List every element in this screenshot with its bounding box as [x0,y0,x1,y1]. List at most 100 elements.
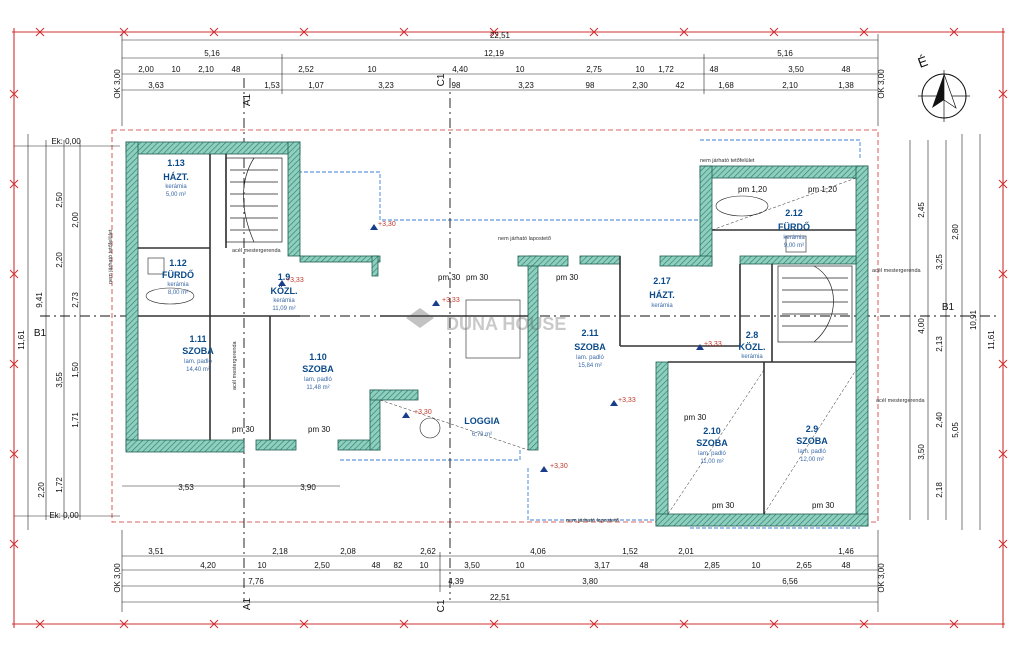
room-1-13: 1.13 HÁZT. kerámia 5,00 m² [163,158,189,198]
svg-text:82: 82 [394,561,403,570]
svg-text:11,61: 11,61 [987,330,996,350]
svg-text:1.11: 1.11 [189,334,206,344]
svg-text:4,00: 4,00 [917,318,926,334]
svg-text:3,80: 3,80 [582,577,598,586]
svg-text:OK 3,00: OK 3,00 [877,563,886,593]
duna-house-watermark: DUNA HOUSE [406,308,566,334]
svg-text:kerámia: kerámia [165,184,187,190]
svg-text:C1: C1 [436,599,447,612]
right-side-dims: 11,61 10,91 2,45 3,25 2,80 4,00 2,13 2,4… [917,202,996,498]
svg-text:1,38: 1,38 [838,81,854,90]
svg-text:kerámia: kerámia [651,303,673,309]
svg-text:1,07: 1,07 [308,81,324,90]
svg-text:HÁZT.: HÁZT. [163,172,189,182]
svg-text:48: 48 [842,561,851,570]
svg-text:nem járható tetőfelület: nem járható tetőfelület [700,158,755,164]
svg-text:2.11: 2.11 [581,328,598,338]
svg-text:SZOBA: SZOBA [796,436,828,446]
svg-text:OK 3,00: OK 3,00 [113,69,122,99]
top-dims-text: 22,51 5,16 12,19 5,16 2,00 10 2,10 48 2,… [138,31,854,90]
svg-text:B1: B1 [942,302,955,313]
svg-text:2,00: 2,00 [138,65,154,74]
svg-text:FÜRDŐ: FÜRDŐ [778,221,810,232]
svg-text:5,16: 5,16 [777,49,793,58]
svg-text:42: 42 [676,81,685,90]
svg-text:acél mestergerenda: acél mestergerenda [872,268,922,274]
svg-text:4,39: 4,39 [448,577,464,586]
staircase-right [777,265,853,343]
svg-text:+3,33: +3,33 [286,277,304,284]
svg-text:1,72: 1,72 [55,477,64,493]
svg-text:KÖZL.: KÖZL. [271,286,298,296]
room-2-17: 2.17 HÁZT. kerámia [649,276,675,309]
svg-text:1.10: 1.10 [309,352,327,362]
svg-text:KÖZL.: KÖZL. [739,342,766,352]
svg-text:kerámia: kerámia [167,282,189,288]
svg-text:2.8: 2.8 [746,330,759,340]
svg-text:2,85: 2,85 [704,561,720,570]
svg-text:3,50: 3,50 [917,444,926,460]
svg-text:3,50: 3,50 [788,65,804,74]
svg-text:1.9: 1.9 [278,272,291,282]
svg-text:HÁZT.: HÁZT. [649,290,675,300]
svg-text:8,00 m²: 8,00 m² [168,290,188,296]
svg-text:SZOBA: SZOBA [182,346,214,356]
svg-text:2,40: 2,40 [935,412,944,428]
svg-text:1,50: 1,50 [71,362,80,378]
room-2-11: 2.11 SZOBA lam. padló 15,84 m² [574,328,606,369]
svg-text:2.12: 2.12 [785,208,803,218]
svg-text:lam. padló: lam. padló [576,355,604,361]
svg-text:É: É [916,53,930,71]
svg-text:acél mestergerenda: acél mestergerenda [232,340,238,390]
left-side-dims: 11,61 9,41 2,50 2,00 2,20 2,73 3,55 1,50… [17,192,80,498]
room-2-8: 2.8 KÖZL. kerámia [739,330,766,360]
svg-text:10,91: 10,91 [969,309,978,330]
svg-text:5,05: 5,05 [951,422,960,438]
svg-text:2,20: 2,20 [55,252,64,268]
svg-text:2,18: 2,18 [272,547,288,556]
room-2-10: 2.10 SZOBA lam. padló 11,00 m² [696,426,728,465]
room-labels: 1.13 HÁZT. kerámia 5,00 m² 1.12 FÜRDŐ ke… [162,158,828,465]
svg-text:SZOBA: SZOBA [696,438,728,448]
svg-text:98: 98 [452,81,461,90]
svg-text:2,73: 2,73 [71,292,80,308]
eaves-outline [111,129,879,523]
svg-text:kerámia: kerámia [273,298,295,304]
svg-text:OK 3,00: OK 3,00 [113,563,122,593]
svg-text:2,50: 2,50 [314,561,330,570]
boundary-x-marks [9,27,1008,629]
svg-text:14,40 m²: 14,40 m² [186,367,210,373]
svg-text:11,09 m²: 11,09 m² [272,306,295,312]
svg-text:48: 48 [710,65,719,74]
svg-text:lam. padló: lam. padló [304,377,332,383]
svg-text:3,23: 3,23 [518,81,534,90]
svg-text:3,90: 3,90 [300,483,316,492]
svg-text:2,45: 2,45 [917,202,926,218]
svg-text:22,51: 22,51 [490,31,511,40]
diagonal-marks [379,177,857,515]
slab-outline [298,139,861,529]
svg-text:acél mestergerenda: acél mestergerenda [876,398,926,404]
svg-text:pm 30: pm 30 [308,425,331,434]
svg-text:2,20: 2,20 [37,482,46,498]
room-1-11: 1.11 SZOBA lam. padló 14,40 m² [182,334,214,373]
room-1-9: 1.9 KÖZL. kerámia 11,09 m² [271,272,298,312]
svg-text:Ek: 0,00: Ek: 0,00 [51,137,81,146]
svg-text:pm 1,20: pm 1,20 [808,185,837,194]
door-marks: pm 30 pm 1,20 pm 1,20 pm 30 pm 30 pm 30 … [232,185,837,510]
svg-text:2,30: 2,30 [632,81,648,90]
svg-text:12,19: 12,19 [484,49,505,58]
svg-text:3,50: 3,50 [464,561,480,570]
svg-text:3,51: 3,51 [148,547,164,556]
svg-text:15,84 m²: 15,84 m² [578,363,602,369]
staircase-left [225,157,283,243]
svg-text:2,10: 2,10 [782,81,798,90]
svg-text:2,10: 2,10 [198,65,214,74]
svg-text:9,41: 9,41 [35,292,44,308]
svg-text:3,17: 3,17 [594,561,610,570]
svg-text:3,55: 3,55 [55,372,64,388]
svg-text:A1: A1 [242,93,253,106]
svg-text:+3,33: +3,33 [704,341,722,348]
svg-text:10: 10 [752,561,761,570]
